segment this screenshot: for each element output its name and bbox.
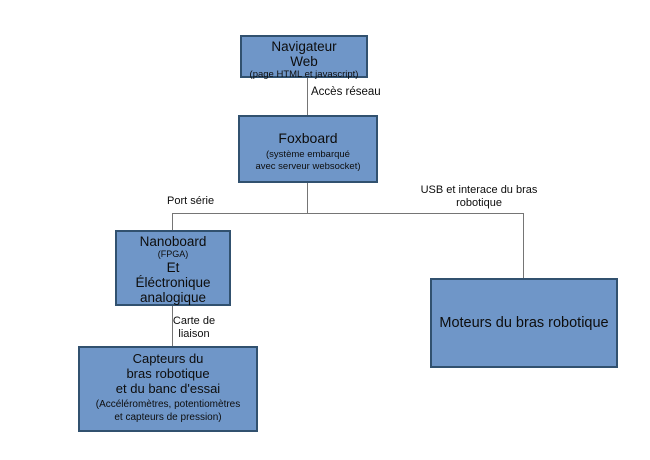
- edge-label-text-line1: Carte de: [172, 315, 216, 327]
- edge-label-text-line2: liaison: [178, 327, 210, 340]
- node-title-line: et du banc d'essai: [115, 381, 221, 396]
- connector-branch-nanoboard: [172, 213, 173, 230]
- node-title-line: Web: [290, 54, 318, 69]
- node-title-line: Foxboard: [278, 130, 338, 146]
- connector-foxboard-trunk: [307, 183, 308, 213]
- node-title-line: Navigateur: [271, 39, 337, 54]
- node-subtitle: avec serveur websocket): [255, 160, 361, 172]
- edge-label-text-line1: USB et interace du bras: [420, 184, 538, 196]
- node-nanoboard: Nanoboard (FPGA) Et Éléctronique analogi…: [115, 230, 231, 306]
- edge-label-port-serie: Port série: [167, 195, 214, 208]
- node-subtitle: (Accéléromètres, potentiomètres: [95, 399, 241, 410]
- node-title-line: Moteurs du bras robotique: [439, 314, 609, 331]
- connector-navigateur-foxboard: [307, 78, 308, 115]
- node-title-line: Nanoboard: [139, 234, 207, 249]
- node-subtitle: (FPGA): [157, 249, 189, 259]
- edge-label-text-line2: robotique: [456, 196, 502, 209]
- node-navigateur-web: Navigateur Web (page HTML et javascript): [240, 35, 368, 80]
- node-foxboard: Foxboard (système embarqué avec serveur …: [238, 115, 378, 183]
- node-title-line: analogique: [139, 290, 207, 305]
- node-title-line: Éléctronique: [135, 275, 211, 290]
- connector-branch-moteurs: [523, 213, 524, 278]
- node-moteurs: Moteurs du bras robotique: [430, 278, 618, 368]
- node-title-line: bras robotique: [126, 366, 210, 381]
- edge-label-usb-interface: USB et interace du bras robotique: [398, 184, 560, 209]
- edge-label-acces-reseau: Accès réseau: [311, 86, 381, 99]
- edge-label-carte-liaison: Carte de liaison: [155, 315, 233, 340]
- node-title-line: Et: [166, 260, 180, 275]
- connector-branch-horizontal: [172, 213, 524, 214]
- connector-nanoboard-capteurs: [172, 306, 173, 346]
- node-subtitle: (système embarqué: [266, 149, 350, 160]
- edge-label-text: Port série: [167, 195, 215, 207]
- node-subtitle: et capteurs de pression): [114, 412, 222, 423]
- edge-label-text: Accès réseau: [311, 86, 381, 98]
- node-subtitle: (page HTML et javascript): [249, 69, 359, 80]
- node-title-line: Capteurs du: [132, 351, 204, 366]
- node-capteurs: Capteurs du bras robotique et du banc d'…: [78, 346, 258, 432]
